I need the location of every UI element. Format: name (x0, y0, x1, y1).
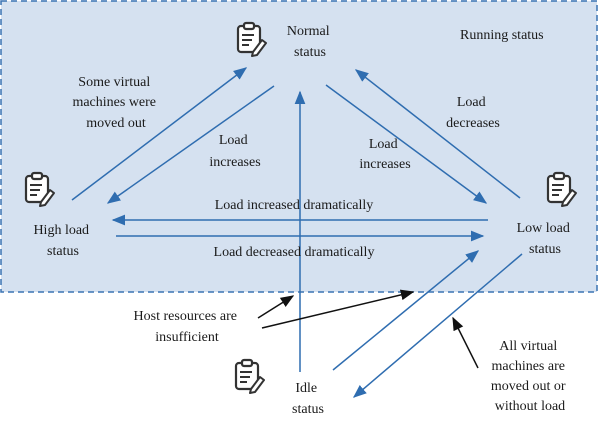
running-status-region (0, 0, 598, 293)
low-load-status-label: Low load status (517, 221, 574, 257)
label-host-resources-insufficient: Host resources are insufficient (134, 309, 241, 345)
arrow-idle-to-low (332, 250, 480, 371)
idle-status-icon (234, 358, 266, 395)
idle-status-label: Idle status (292, 381, 324, 417)
annotation-arrow-to-idle-low (261, 289, 415, 329)
arrow-high-to-normal (71, 67, 248, 201)
annotation-arrow-to-low-idle (452, 316, 479, 369)
arrow-normal-to-high (106, 85, 275, 204)
label-load-decreased-dramatically: Load decreased dramatically (214, 245, 375, 260)
label-all-vms-moved-out: All virtual machines are moved out or wi… (491, 339, 569, 414)
running-status-label: Running status (460, 28, 544, 43)
label-some-vms-moved-out: Some virtual machines were moved out (72, 75, 159, 131)
high-load-status-label: High load status (33, 223, 92, 259)
normal-status-label: Normal status (287, 24, 333, 60)
label-load-increases-low: Load increases (359, 137, 410, 172)
arrow-normal-to-low (325, 84, 488, 204)
label-load-decreases: Load decreases (446, 95, 500, 131)
label-load-increases-high: Load increases (209, 133, 260, 170)
label-load-increased-dramatically: Load increased dramatically (215, 198, 374, 213)
annotation-arrow-to-idle-normal (257, 295, 295, 319)
arrow-low-to-idle (352, 253, 523, 398)
arrow-low-to-normal (354, 69, 521, 199)
